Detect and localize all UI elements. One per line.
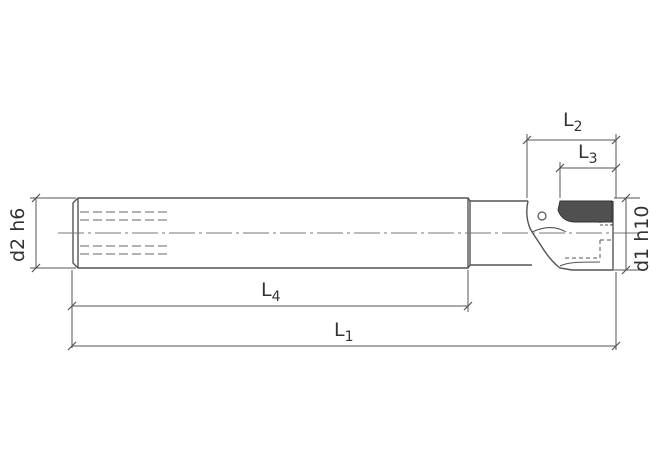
shank-hidden-lines bbox=[80, 211, 170, 255]
label-l4: L4 bbox=[261, 279, 281, 305]
flute-edge bbox=[531, 227, 567, 233]
tool-body bbox=[72, 197, 614, 271]
cutting-insert bbox=[557, 200, 613, 223]
head-lower-curve bbox=[559, 261, 601, 267]
head-hidden-edge bbox=[565, 239, 612, 259]
label-l2: L2 bbox=[563, 109, 583, 135]
dimension-lines bbox=[30, 134, 640, 350]
dimension-ticks bbox=[31, 135, 631, 351]
insert-screw bbox=[537, 211, 547, 221]
neck-outline bbox=[470, 200, 532, 266]
label-d1-h10: d1 h10 bbox=[631, 206, 653, 272]
label-l1: L1 bbox=[334, 319, 354, 345]
label-l3: L3 bbox=[578, 141, 598, 167]
label-d2-h6: d2 h6 bbox=[7, 208, 29, 262]
head-outline bbox=[526, 200, 614, 271]
